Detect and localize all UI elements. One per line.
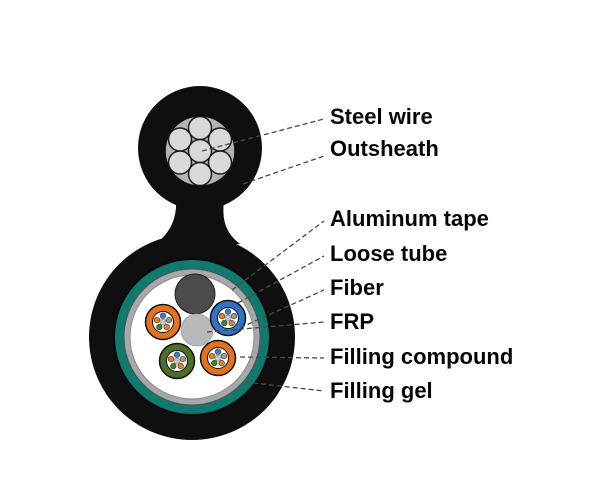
- loose-tube-orange-bottom-right: [199, 339, 237, 377]
- label-loose-tube: Loose tube: [330, 241, 448, 266]
- steel-wire: [167, 127, 193, 152]
- loose-tube-green-bottom-left: [158, 342, 196, 380]
- steel-wire: [187, 115, 213, 141]
- steel-wire: [187, 161, 213, 187]
- steel-wire-strands: [167, 115, 233, 187]
- label-filling-compound: Filling compound: [330, 344, 514, 369]
- leader-line-filling-gel: [244, 381, 325, 392]
- loose-tube-blue-right: [209, 299, 247, 337]
- steel-wire: [207, 127, 233, 152]
- leader-line-outsheath: [242, 155, 325, 185]
- leader-line-fiber: [232, 289, 325, 332]
- loose-tube-orange-left: [144, 303, 182, 341]
- label-aluminum-tape: Aluminum tape: [330, 206, 489, 231]
- leader-line-aluminum-tape: [231, 220, 325, 291]
- steel-wire: [207, 150, 233, 175]
- label-frp: FRP: [330, 309, 374, 334]
- label-fiber: Fiber: [330, 275, 384, 300]
- label-outsheath: Outsheath: [330, 136, 439, 161]
- label-steel-wire: Steel wire: [330, 104, 433, 129]
- leader-line-filling-compound: [239, 356, 325, 359]
- leader-line-frp: [206, 321, 325, 333]
- leader-line-loose-tube: [237, 255, 325, 304]
- leader-line-steel-wire: [201, 118, 325, 152]
- frp-rod: [180, 313, 214, 347]
- steel-wire: [167, 150, 193, 175]
- filler-rod: [174, 273, 216, 315]
- label-filling-gel: Filling gel: [330, 378, 433, 403]
- leader-lines: [201, 118, 325, 392]
- steel-wire: [187, 138, 213, 164]
